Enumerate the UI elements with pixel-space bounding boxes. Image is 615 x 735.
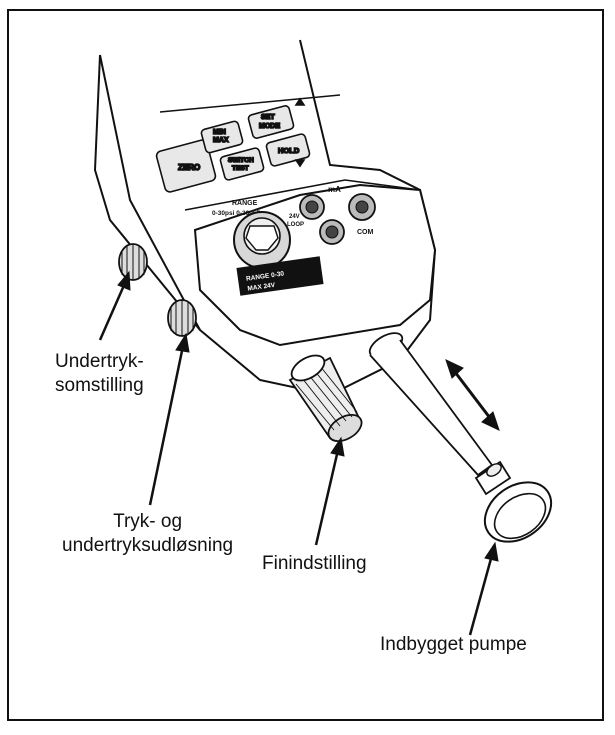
callout-vacuum-adjust-line2: somstilling [55,375,144,396]
mode-key-line2: MODE [259,123,280,130]
info-label: RANGE 0-30 MAX 24V [236,256,324,296]
jack-24v-label: 24V [289,214,300,220]
pump-motion-arrow-icon [445,359,500,431]
minmax-key[interactable]: MIN MAX [200,120,244,154]
callout-builtin-pump: Indbygget pumpe [380,634,527,655]
switch-key-line1: SWITCH [228,157,254,164]
fine-adjust-knob[interactable] [287,350,366,446]
arrow-vacuum-adjust-icon [98,270,131,341]
arrow-builtin-pump-icon [468,541,499,636]
keypad: ZERO MIN MAX SET MODE SWITCH TEST HOLD [155,97,311,193]
vacuum-adjust-knob[interactable] [118,243,148,281]
jack-24v[interactable] [319,219,345,245]
callout-arrows [98,270,499,636]
range-values: 0-30psi 0-300kPa [212,210,265,217]
arrow-pressure-release-icon [148,332,190,506]
jack-ma[interactable] [299,194,325,220]
switch-test-key[interactable]: SWITCH TEST [219,147,265,181]
info-label-line2: MAX 24V [247,282,276,293]
hold-key-label: HOLD [278,146,300,155]
callout-fine-adjust: Finindstilling [262,553,367,574]
range-selector-knob[interactable] [233,211,291,269]
mode-key-line1: SET [261,114,275,121]
builtin-pump[interactable] [366,328,562,554]
callout-pressure-release-line2: undertryksudløsning [62,535,234,556]
callout-vacuum-adjust: Undertryk- somstilling [55,350,144,398]
minmax-key-line1: MIN [213,129,226,136]
down-arrow-icon [294,159,306,168]
zero-key[interactable]: ZERO [155,139,217,193]
callout-vacuum-adjust-line1: Undertryk- [55,351,144,372]
zero-key-label: ZERO [178,163,200,172]
pressure-release-knob[interactable] [167,299,197,337]
jack-com[interactable] [348,193,376,221]
jack-ma-label: mA [328,185,341,194]
callout-pressure-release-line1: Tryk- og [113,511,183,532]
switch-key-line2: TEST [232,165,249,172]
minmax-key-line2: MAX [213,137,229,144]
hold-key[interactable]: HOLD [265,133,311,167]
up-arrow-icon [294,97,306,106]
lower-panel: RANGE 0-30psi 0-300kPa mA COM 24V LOOP R… [193,183,437,347]
mode-key[interactable]: SET MODE [247,105,295,139]
range-label: RANGE [232,200,258,207]
callout-pressure-release: Tryk- og undertryksudløsning [62,510,233,558]
jack-com-label: COM [357,229,374,236]
jack-loop-label: LOOP [287,222,304,228]
arrow-fine-adjust-icon [314,436,345,546]
